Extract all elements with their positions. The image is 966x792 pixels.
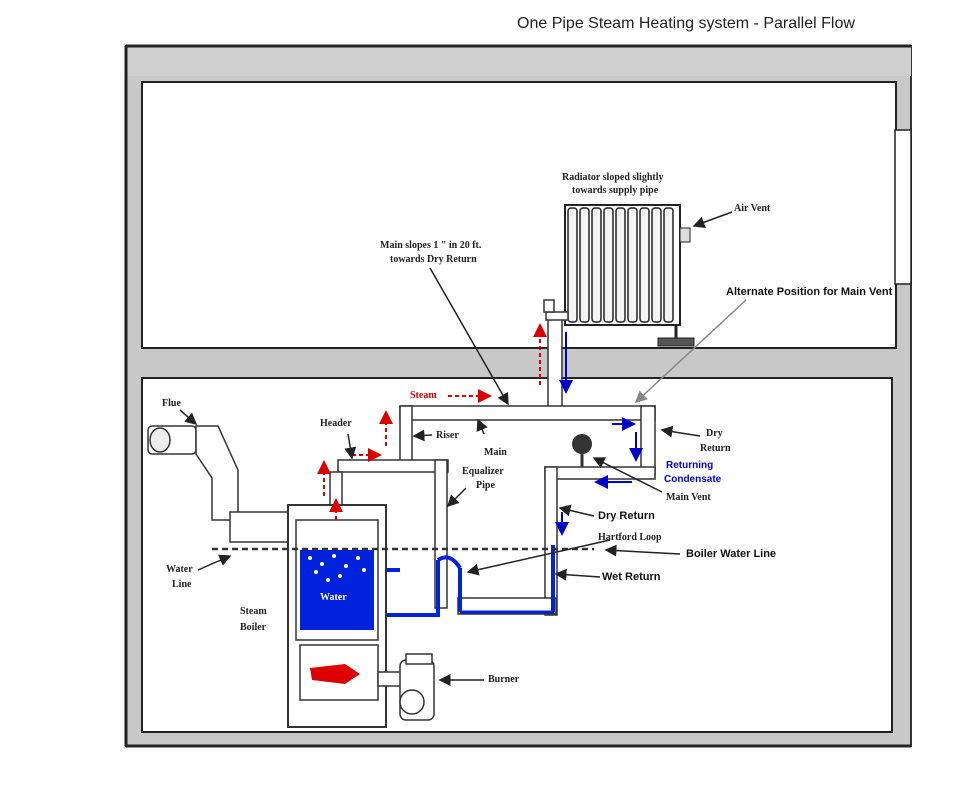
label-air-vent: Air Vent: [734, 203, 771, 214]
label-alternate-vent: Alternate Position for Main Vent: [726, 286, 893, 298]
upper-room: [141, 81, 897, 349]
label-burner: Burner: [488, 674, 520, 685]
boiler-water: [300, 550, 374, 630]
label-steam-boiler-2: Boiler: [240, 622, 267, 633]
label-flue: Flue: [162, 398, 181, 409]
steam-flow-arrows: [317, 323, 547, 520]
labels: Radiator sloped slightly towards supply …: [162, 172, 893, 685]
label-riser: Riser: [436, 430, 459, 441]
diagram-title: One Pipe Steam Heating system - Parallel…: [517, 15, 855, 32]
air-vent-icon: [679, 227, 691, 243]
steam-boiler: [287, 504, 387, 728]
label-header: Header: [320, 418, 352, 429]
label-hartford-loop: Hartford Loop: [598, 532, 662, 543]
label-main-slope-1: Main slopes 1 " in 20 ft.: [380, 240, 482, 251]
label-dry-return-2: Return: [700, 443, 731, 454]
alternate-vent-leader: [634, 299, 747, 404]
label-radiator-note-2: towards supply pipe: [572, 185, 659, 196]
label-steam-boiler-1: Steam: [240, 606, 267, 617]
leader-arrows: [179, 211, 733, 686]
label-equalizer-2: Pipe: [476, 480, 495, 491]
label-returning-1: Returning: [666, 460, 713, 471]
label-dry-return-1: Dry: [706, 428, 723, 439]
label-boiler-water-line: Boiler Water Line: [686, 548, 776, 560]
main-vent-icon: [572, 434, 592, 467]
label-returning-2: Condensate: [664, 474, 722, 485]
label-dry-return: Dry Return: [598, 510, 655, 522]
wet-return: [378, 545, 557, 617]
label-wet-return: Wet Return: [602, 571, 661, 583]
radiator-supply-pipe: [543, 299, 569, 409]
label-main-vent: Main Vent: [666, 492, 711, 503]
basement-room: [141, 377, 893, 733]
building: [124, 44, 912, 748]
burner: [377, 653, 435, 721]
label-water: Water: [320, 592, 347, 603]
radiator: [564, 204, 695, 347]
label-main: Main: [484, 447, 507, 458]
window-gap: [894, 129, 912, 285]
label-steam: Steam: [410, 390, 437, 401]
label-radiator-note-1: Radiator sloped slightly: [562, 172, 664, 183]
label-main-slope-2: towards Dry Return: [390, 254, 477, 265]
room-stripe-top: [126, 46, 911, 76]
steam-main: [329, 405, 656, 616]
label-water-line-1: Water: [166, 564, 193, 575]
label-equalizer-1: Equalizer: [462, 466, 504, 477]
label-water-line-2: Line: [172, 579, 192, 590]
